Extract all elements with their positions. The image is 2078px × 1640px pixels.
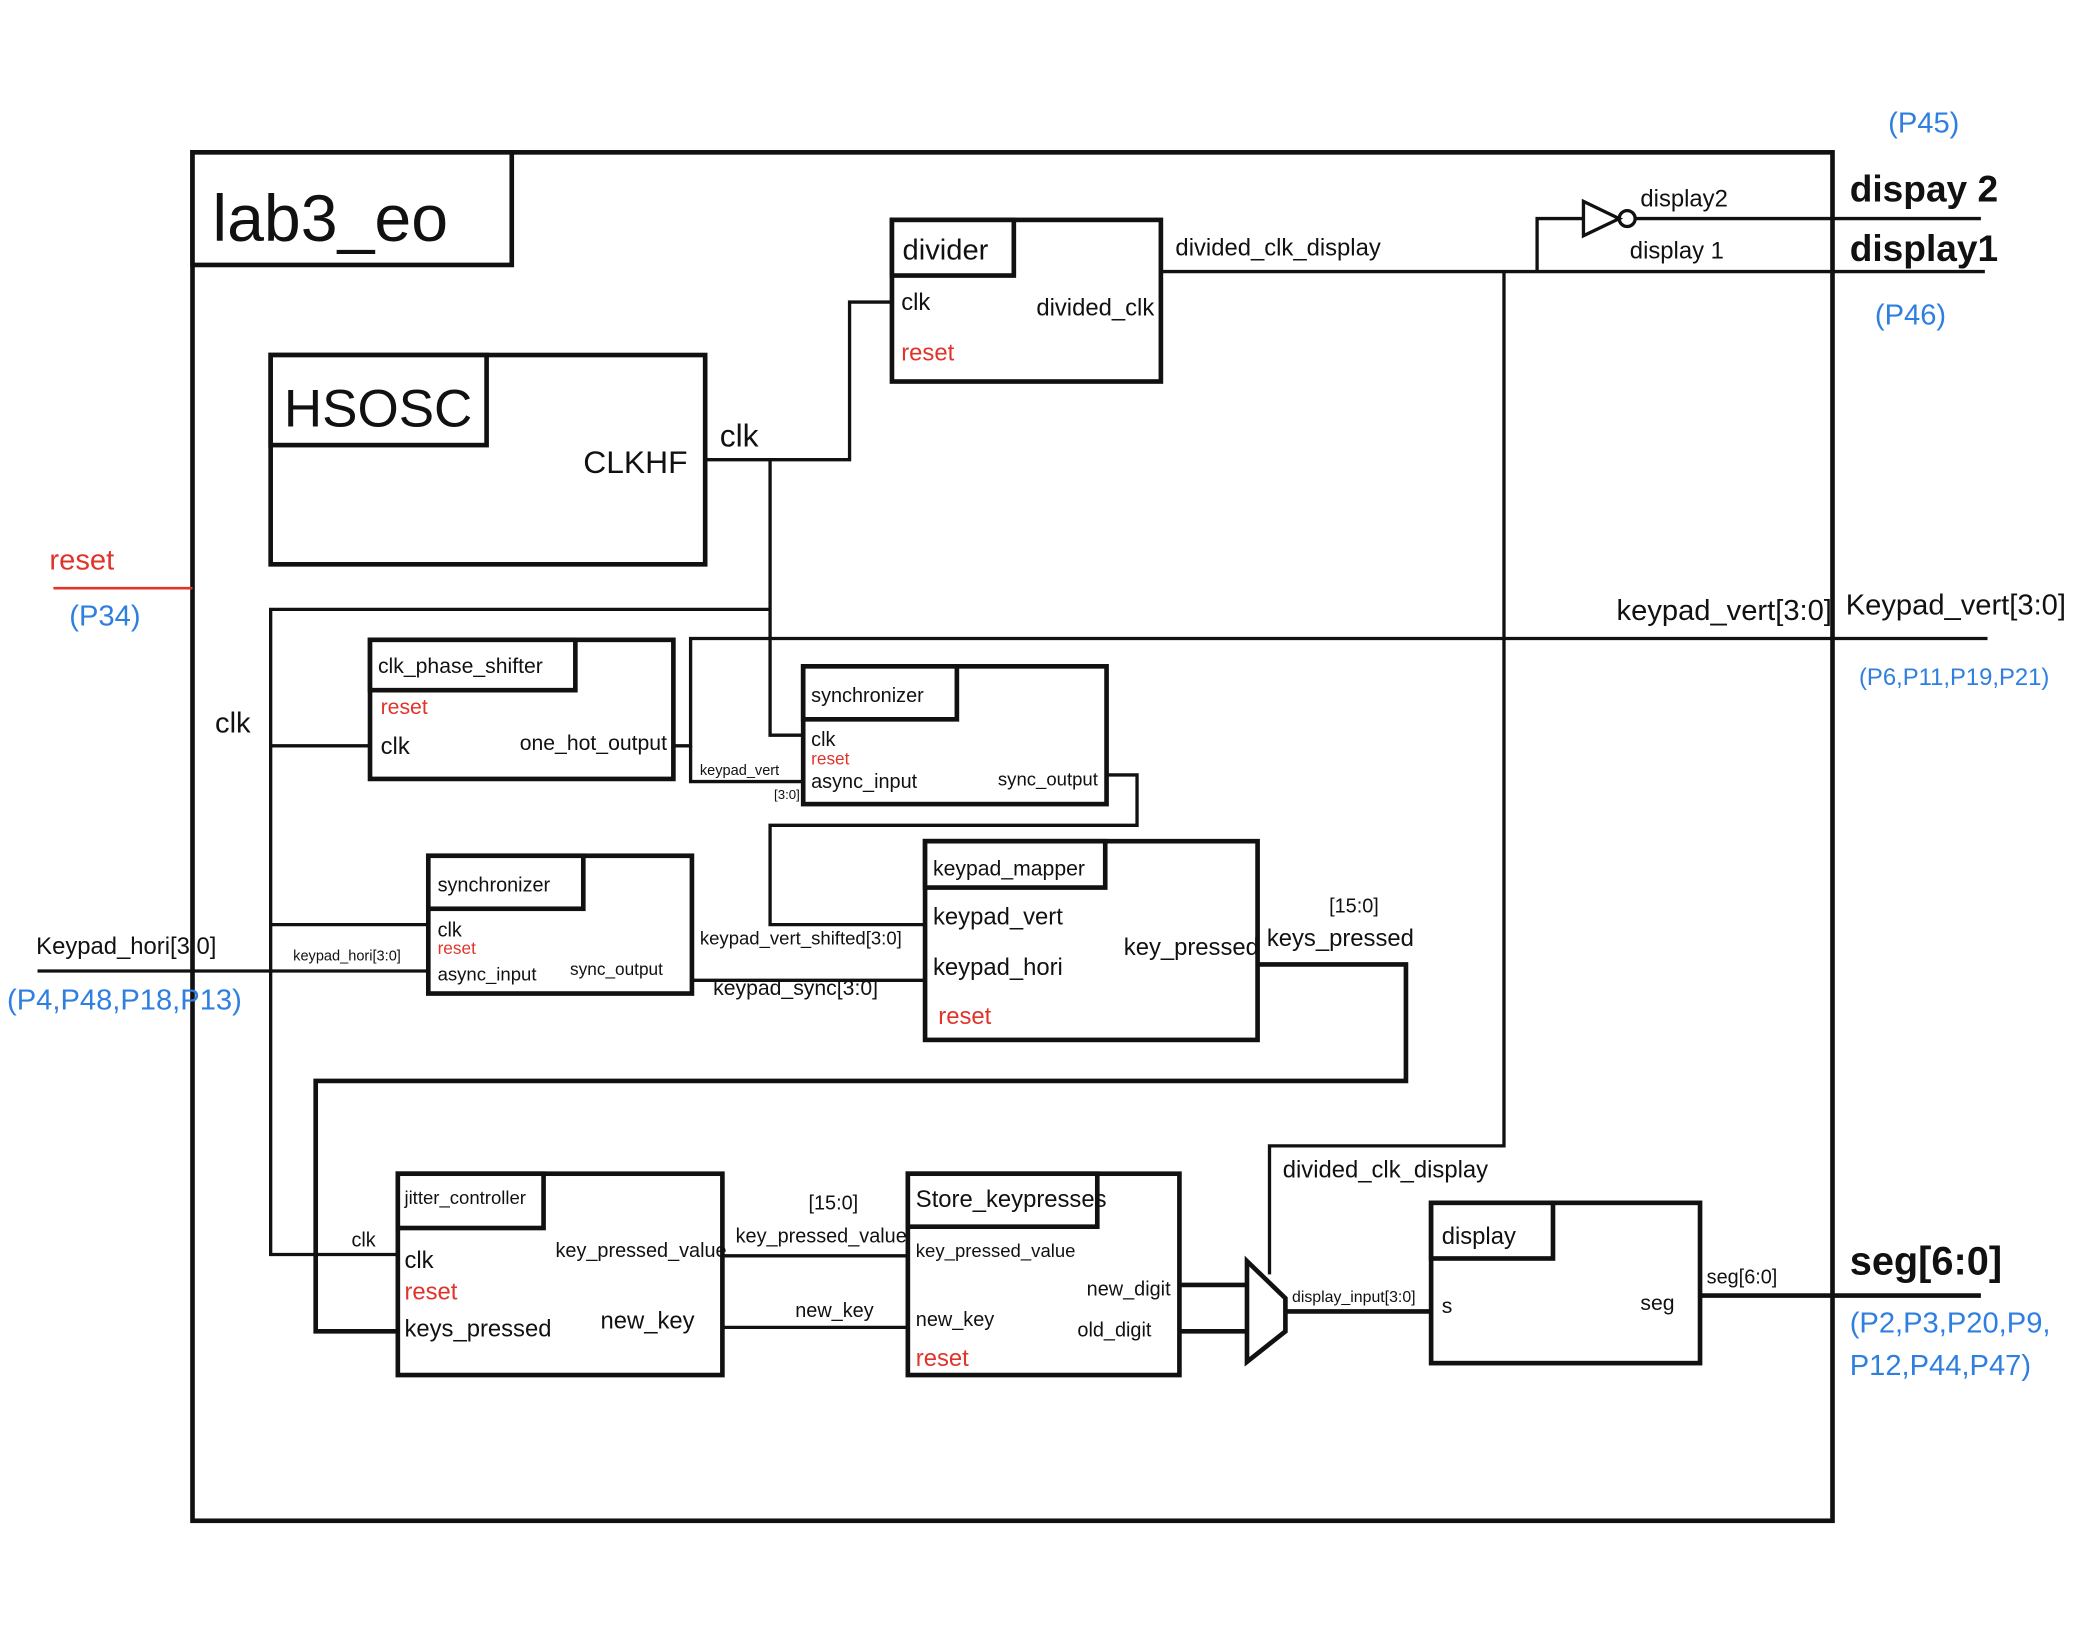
seg-port: seg[6:0] xyxy=(1850,1239,2002,1283)
reset-port: reset xyxy=(49,545,114,577)
display1-internal-label: display 1 xyxy=(1630,237,1724,264)
cps-out: one_hot_output xyxy=(520,732,667,755)
keypad-vert-port: Keypad_vert[3:0] xyxy=(1846,590,2066,622)
store-out1: new_digit xyxy=(1087,1279,1171,1301)
sync1-in: async_input xyxy=(811,771,917,793)
mux-icon xyxy=(1244,1255,1288,1367)
mapper-out: key_pressed xyxy=(1124,934,1259,961)
display-in: s xyxy=(1442,1295,1453,1318)
display-out: seg xyxy=(1640,1292,1674,1315)
sync2-in: async_input xyxy=(438,963,538,985)
key-pressed-value-width: [15:0] xyxy=(808,1192,858,1214)
wires xyxy=(37,198,1988,1334)
store-keypresses-block: Store_keypresses key_pressed_value new_k… xyxy=(905,1171,1182,1378)
divider-reset: reset xyxy=(901,339,954,366)
top-title: lab3_eo xyxy=(212,182,448,256)
keypad-vert-wire xyxy=(673,636,1988,748)
hsosc-block: HSOSC CLKHF xyxy=(268,352,708,567)
keypad-vert-wire-label: keypad_vert xyxy=(700,763,779,779)
key-pressed-value-label: key_pressed_value xyxy=(736,1226,907,1248)
store-in1: key_pressed_value xyxy=(916,1240,1076,1262)
jitter-reset: reset xyxy=(404,1279,457,1306)
mapper-in1: keypad_vert xyxy=(933,904,1063,931)
top-title-box xyxy=(190,150,515,268)
display1-pin: (P46) xyxy=(1875,300,1946,332)
sync2-clk: clk xyxy=(438,920,462,942)
keypad-hori-internal-label: keypad_hori[3:0] xyxy=(293,948,401,964)
divided-clk-display-label: divided_clk_display xyxy=(1175,235,1380,262)
seg-pins-2: P12,P44,P47) xyxy=(1850,1350,2031,1382)
keypad-vert-pins: (P6,P11,P19,P21) xyxy=(1859,664,2049,691)
keypad-vert-shifted-label: keypad_vert_shifted[3:0] xyxy=(700,928,902,950)
store-in2: new_key xyxy=(916,1309,994,1331)
clk-bus-label: clk xyxy=(215,708,251,740)
display-name: display xyxy=(1442,1223,1516,1250)
sync1-out: sync_output xyxy=(998,769,1099,791)
store-reset: reset xyxy=(916,1345,969,1372)
jitter-clk-label: clk xyxy=(351,1230,375,1252)
sync2-out: sync_output xyxy=(570,959,663,979)
cps-reset: reset xyxy=(381,696,428,719)
inverter-input xyxy=(1535,216,1584,272)
jitter-controller-block: jitter_controller clk reset keys_pressed… xyxy=(395,1171,727,1378)
divider-name: divider xyxy=(903,235,989,267)
keypad-vert-wire-width: [3:0] xyxy=(774,787,800,802)
synchronizer-2-block: synchronizer clk reset async_input sync_… xyxy=(425,853,695,996)
keypad-vert-internal-label: keypad_vert[3:0] xyxy=(1617,595,1832,627)
mapper-reset: reset xyxy=(938,1003,991,1030)
sync2-reset: reset xyxy=(438,938,476,958)
mux-select-label: divided_clk_display xyxy=(1283,1157,1488,1184)
keypad-vert-shifted-wire xyxy=(768,773,1139,927)
reset-pin: (P34) xyxy=(69,600,140,632)
jitter-name: jitter_controller xyxy=(403,1187,526,1209)
store-name: Store_keypresses xyxy=(916,1186,1107,1213)
display-input-label: display_input[3:0] xyxy=(1292,1289,1416,1306)
keys-pressed-width: [15:0] xyxy=(1329,896,1379,918)
clk-to-sync1 xyxy=(768,459,804,737)
display1-port: display1 xyxy=(1850,227,1998,269)
divided-clk-to-mux xyxy=(1267,271,1506,1275)
mapper-in2: keypad_hori xyxy=(933,954,1063,981)
hsosc-name: HSOSC xyxy=(284,380,472,439)
hsosc-clkhf: CLKHF xyxy=(583,444,687,480)
keypad-sync-label: keypad_sync[3:0] xyxy=(713,977,878,1000)
store-out2: old_digit xyxy=(1077,1320,1151,1342)
keys-pressed-label: keys_pressed xyxy=(1267,925,1414,952)
synchronizer-1-block: synchronizer clk reset async_input sync_… xyxy=(800,664,1109,807)
keypad-mapper-block: keypad_mapper keypad_vert keypad_hori re… xyxy=(922,838,1260,1043)
jitter-out2: new_key xyxy=(601,1308,695,1335)
sync1-name: synchronizer xyxy=(811,685,924,707)
cps-clk: clk xyxy=(381,733,410,760)
display2-internal-label: display2 xyxy=(1640,186,1727,213)
jitter-clk: clk xyxy=(404,1247,433,1274)
clk-phase-shifter-block: clk_phase_shifter reset clk one_hot_outp… xyxy=(367,637,676,782)
seg-internal-label: seg[6:0] xyxy=(1707,1267,1778,1289)
seg-pins-1: (P2,P3,P20,P9, xyxy=(1850,1308,2051,1340)
cps-name: clk_phase_shifter xyxy=(378,655,543,678)
divider-clk: clk xyxy=(901,289,930,316)
display2-port: dispay 2 xyxy=(1850,167,1998,209)
sync1-clk: clk xyxy=(811,729,835,751)
keypad-hori-pins: (P4,P48,P18,P13) xyxy=(7,984,242,1016)
keypad-vert-to-sync1 xyxy=(688,745,804,784)
mapper-name: keypad_mapper xyxy=(933,858,1085,881)
display2-pin: (P45) xyxy=(1888,107,1959,139)
keys-pressed-wire xyxy=(313,962,1409,1334)
sync2-name: synchronizer xyxy=(438,875,551,897)
clk-wire-label: clk xyxy=(720,417,759,453)
display-block: display s seg xyxy=(1428,1200,1703,1366)
keypad-hori-port: Keypad_hori[3:0] xyxy=(36,933,216,960)
inverter-icon xyxy=(1581,198,1624,239)
clk-bus xyxy=(269,607,771,1257)
sync1-reset: reset xyxy=(811,748,849,768)
clk-wire xyxy=(705,300,892,462)
new-key-label: new_key xyxy=(795,1300,873,1322)
divider-block: divider clk reset divided_clk xyxy=(889,217,1164,384)
divider-out: divided_clk xyxy=(1036,294,1154,321)
jitter-out1: key_pressed_value xyxy=(555,1240,726,1262)
jitter-in: keys_pressed xyxy=(404,1316,551,1343)
